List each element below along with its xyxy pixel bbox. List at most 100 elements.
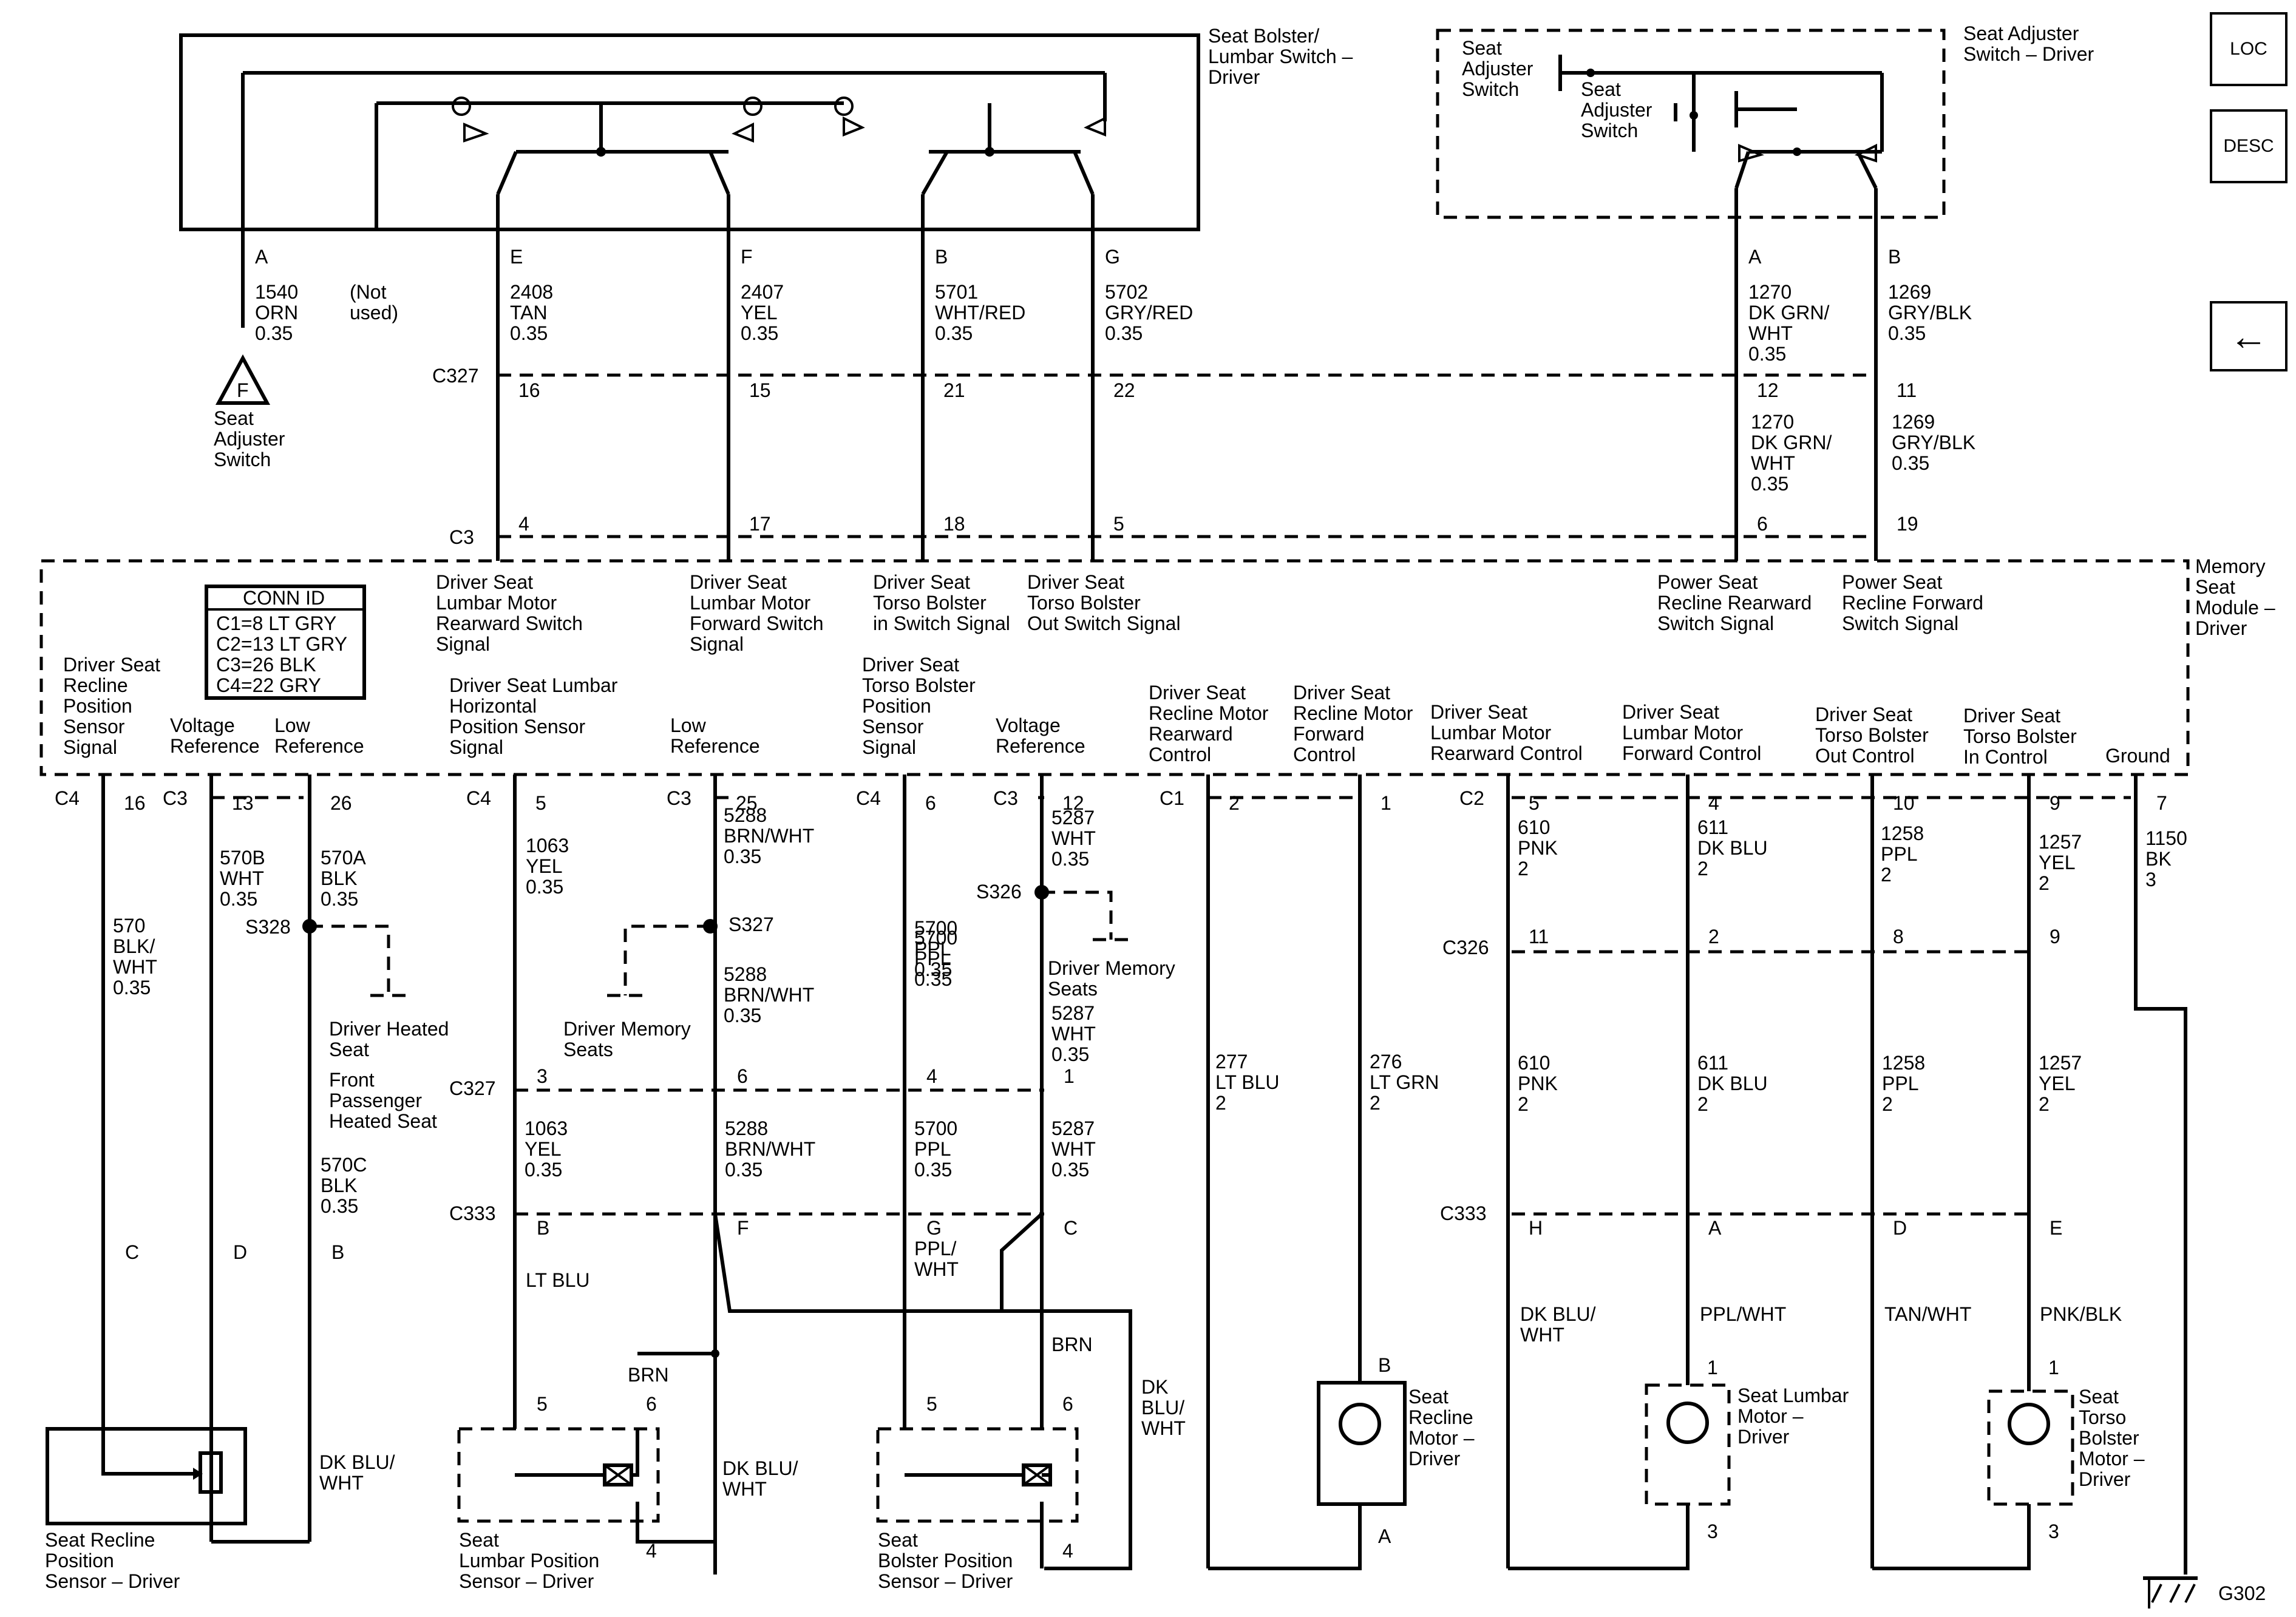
pin-label: 9 (2050, 792, 2060, 814)
connector-name: C333 (449, 1202, 496, 1224)
pin-label: 4 (646, 1540, 657, 1562)
pin-label: 1 (1381, 792, 1391, 814)
pin-label: 5 (926, 1393, 937, 1415)
recline-motor-icon (1339, 1403, 1381, 1445)
splice-label: S328 (245, 916, 291, 938)
connector-name: C327 (449, 1077, 496, 1099)
pin-label: 8 (1893, 926, 1904, 947)
pin-label: A (1708, 1217, 1722, 1239)
lumbar-sensor-box (457, 1427, 660, 1523)
pin-label: C (1064, 1217, 1078, 1239)
pin-label: 5 (535, 792, 546, 814)
wire-label: BRN (628, 1364, 669, 1386)
splice-label: S326 (976, 881, 1022, 903)
pin-label: 12 (1062, 792, 1084, 814)
connector-name: C333 (1440, 1202, 1487, 1224)
pin-label: 5 (1529, 792, 1540, 814)
torso-motor-icon (2008, 1403, 2050, 1445)
seat-adjuster-switch (1436, 29, 1946, 229)
wires (101, 229, 2198, 1609)
splice-label: S327 (729, 914, 774, 935)
conn-id-box (205, 585, 366, 700)
pin-label: 3 (2048, 1520, 2059, 1542)
ref-letter: F (237, 379, 249, 401)
back-button[interactable]: ← (2210, 301, 2288, 371)
pin-label: 25 (736, 792, 758, 814)
pin-label: 4 (518, 513, 529, 535)
connector-name: C4 (466, 787, 491, 809)
pin-label: A (255, 246, 268, 268)
pin-label: C (125, 1241, 139, 1263)
wire-label: PPL/WHT (1700, 1303, 1786, 1325)
loc-label: LOC (2230, 39, 2267, 59)
wire-label: LT BLU (526, 1269, 590, 1291)
wire-label: BRN (1051, 1334, 1093, 1355)
wire-label: PNK/BLK (2040, 1303, 2122, 1325)
pin-label: D (1893, 1217, 1907, 1239)
pin-label: 3 (1707, 1520, 1718, 1542)
bolster-lumbar-switch (179, 33, 1200, 231)
desc-button[interactable]: DESC (2210, 109, 2288, 183)
pin-label: E (2050, 1217, 2062, 1239)
memory-seat-module (39, 559, 2190, 776)
connector-name: C4 (55, 787, 80, 809)
pin-label: 26 (330, 792, 352, 814)
pin-label: 4 (1708, 792, 1719, 814)
pin-label: A (1748, 246, 1762, 268)
pin-label: 4 (1062, 1540, 1073, 1562)
lumbar-motor-icon (1666, 1402, 1709, 1444)
wire-label: DK BLU/WHT (319, 1451, 395, 1494)
pin-label: 5 (537, 1393, 548, 1415)
pin-label: F (741, 246, 753, 268)
conn-id-title: CONN ID (243, 587, 325, 609)
pin-label: 2 (1229, 792, 1240, 814)
pin-label: D (233, 1241, 247, 1263)
pin-label: 4 (926, 1065, 937, 1087)
pin-label: 15 (749, 379, 771, 401)
pin-label: 16 (124, 792, 146, 814)
connector-name: C3 (993, 787, 1018, 809)
connector-name: C4 (856, 787, 881, 809)
pin-label: 1 (2048, 1357, 2059, 1378)
pin-label: B (537, 1217, 549, 1239)
loc-button[interactable]: LOC (2210, 12, 2288, 86)
